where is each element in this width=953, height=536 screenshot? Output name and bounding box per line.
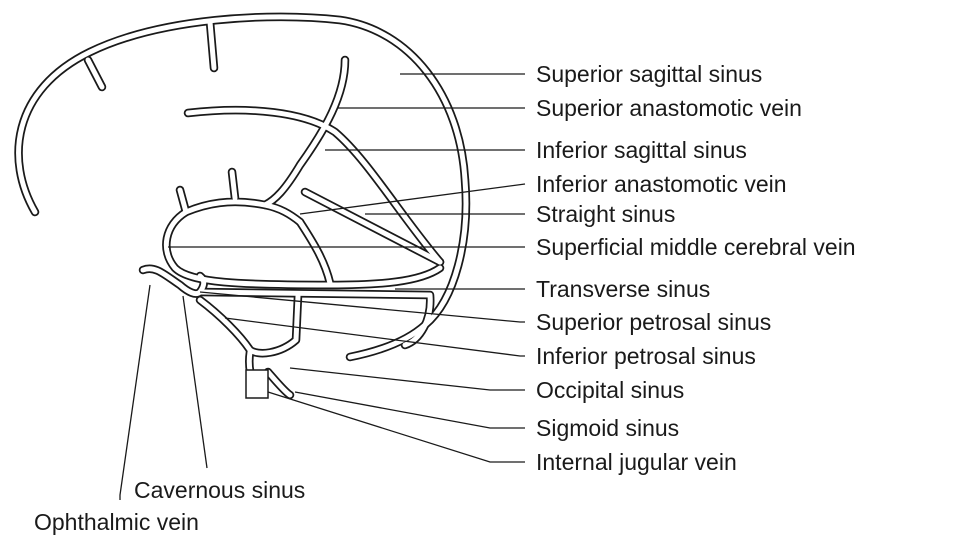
label-superior-petrosal-sinus: Superior petrosal sinus: [536, 309, 771, 335]
label-cavernous-sinus: Cavernous sinus: [134, 477, 305, 503]
leader-occipital-sinus: [290, 368, 525, 390]
label-superior-sagittal-sinus: Superior sagittal sinus: [536, 61, 762, 87]
label-sigmoid-sinus: Sigmoid sinus: [536, 415, 679, 441]
leader-cavernous-sinus: [183, 296, 207, 468]
label-straight-sinus: Straight sinus: [536, 201, 675, 227]
label-transverse-sinus: Transverse sinus: [536, 276, 710, 302]
label-superior-anastomotic-vein: Superior anastomotic vein: [536, 95, 802, 121]
label-inferior-sagittal-sinus: Inferior sagittal sinus: [536, 137, 747, 163]
leader-inferior-anastomotic-vein: [300, 184, 525, 214]
leader-ophthalmic-vein: [120, 285, 150, 500]
label-internal-jugular-vein: Internal jugular vein: [536, 449, 737, 475]
label-ophthalmic-vein: Ophthalmic vein: [34, 509, 199, 535]
superficial-middle-cerebral-vein-vessel: [180, 172, 300, 222]
leader-sigmoid-sinus: [295, 392, 525, 428]
label-occipital-sinus: Occipital sinus: [536, 377, 684, 403]
jugular-bulb: [246, 370, 268, 398]
label-inferior-anastomotic-vein: Inferior anastomotic vein: [536, 171, 787, 197]
label-superficial-middle-cerebral-vein: Superficial middle cerebral vein: [536, 234, 856, 260]
superior-sagittal-sinus-vessel: [19, 17, 466, 357]
label-inferior-petrosal-sinus: Inferior petrosal sinus: [536, 343, 756, 369]
